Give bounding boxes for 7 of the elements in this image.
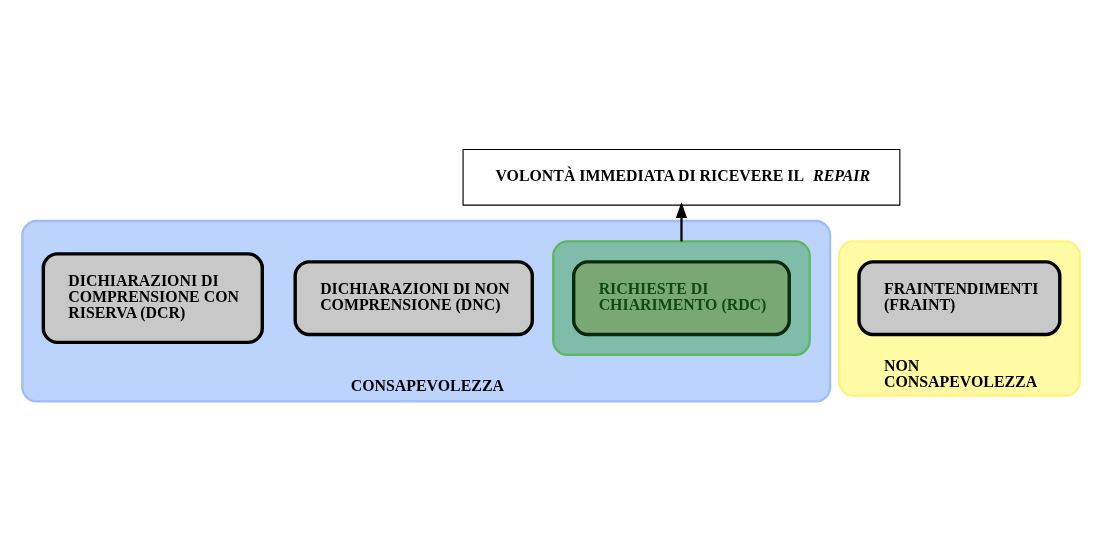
- arrow: [675, 201, 688, 241]
- node-box: RICHIESTE DI CHIARIMENTO (RDC): [572, 259, 791, 336]
- node-box: DICHIARAZIONI DI COMPRENSIONE CON RISERVA (DCR): [41, 251, 264, 344]
- cluster: [552, 239, 811, 356]
- node-box: VOLONTÀ IMMEDIATA DI RICEVERE IL REPAIR: [462, 148, 901, 206]
- node-box: DICHIARAZIONI DI NON COMPRENSIONE (DNC): [293, 259, 534, 336]
- node-box: FRAINTENDIMENTI (FRAINT): [857, 259, 1062, 336]
